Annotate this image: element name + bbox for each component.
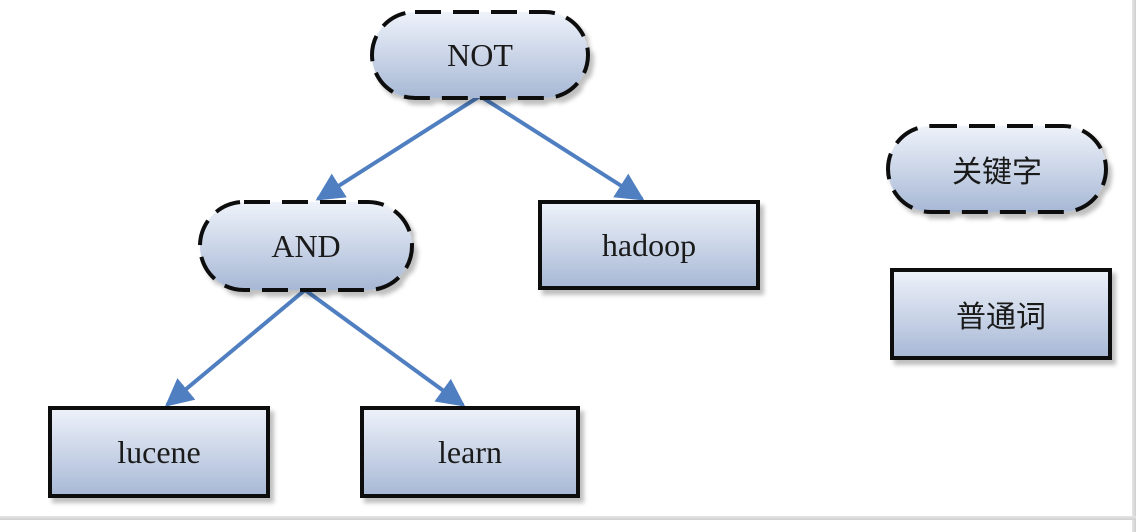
legend-term-shape [890, 268, 1112, 360]
frame-edge-right [1132, 0, 1136, 532]
edge-and-to-lucene [164, 288, 307, 407]
edge-and-to-learn [303, 288, 466, 407]
legend-keyword-shape [886, 124, 1108, 214]
frame-edge-bottom [0, 516, 1136, 520]
term-node-learn [360, 406, 580, 498]
edge-not-to-and [315, 94, 482, 201]
term-node-lucene [48, 406, 270, 498]
term-node-hadoop [538, 200, 760, 290]
edge-not-to-hadoop [478, 94, 645, 201]
keyword-node-not [370, 10, 590, 100]
keyword-node-and [198, 200, 414, 292]
